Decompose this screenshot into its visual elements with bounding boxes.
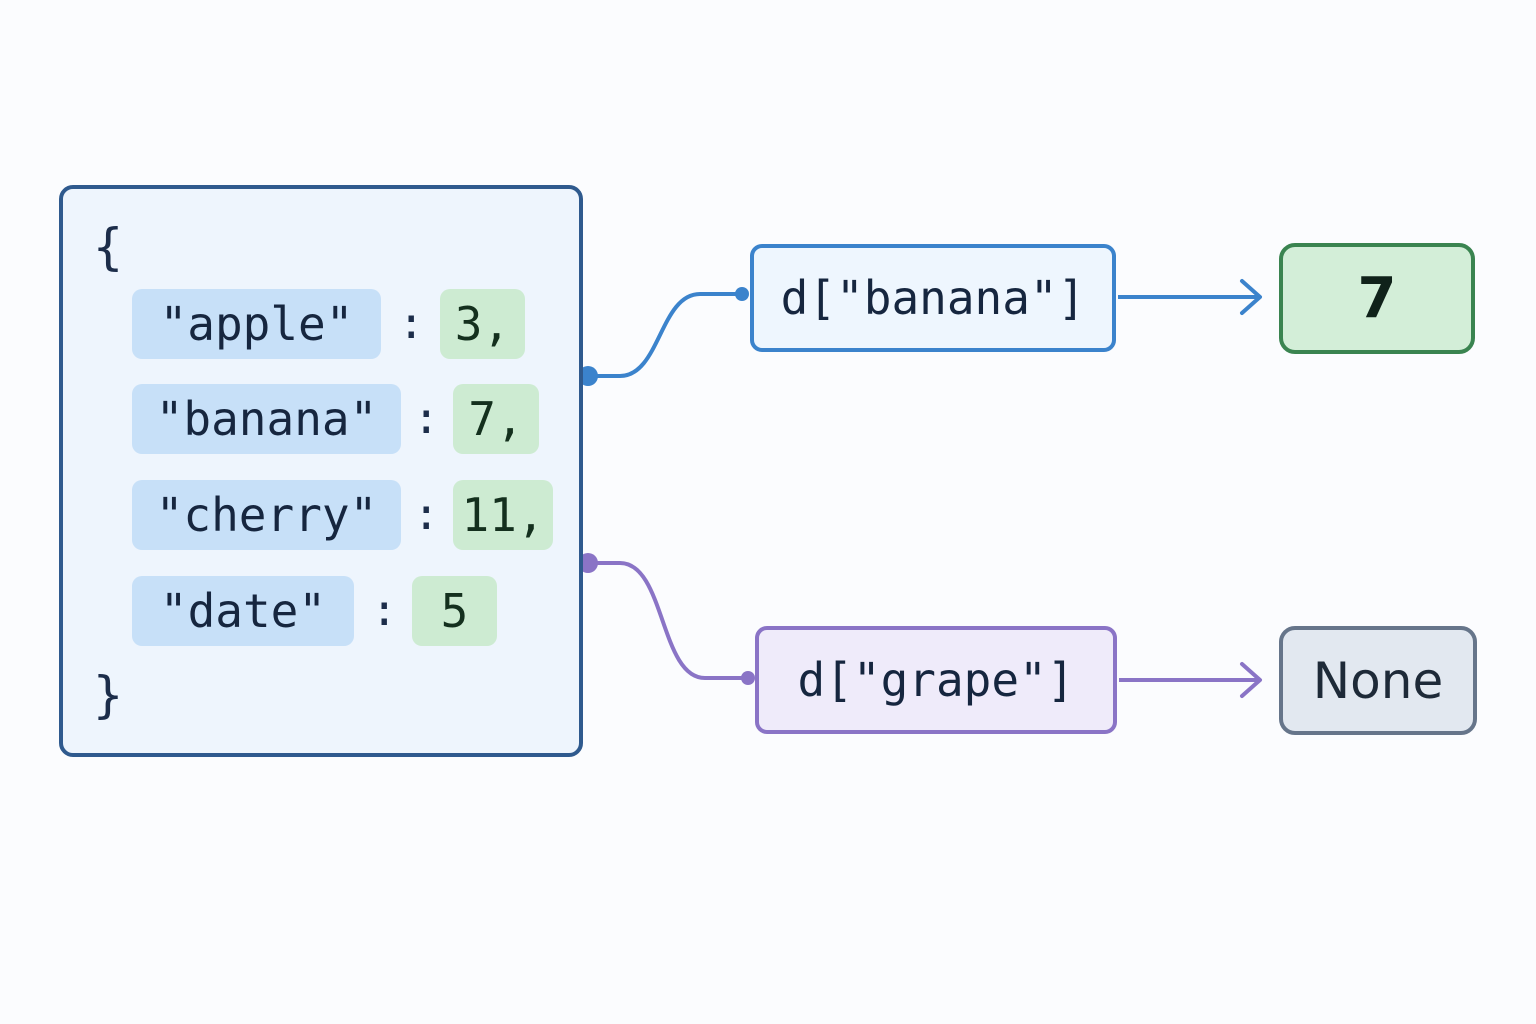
dict-key-banana: "banana" [132, 384, 401, 454]
banana-connector-start-dot [578, 366, 598, 386]
dictionary-box [59, 185, 583, 757]
dict-value-banana: 7, [453, 384, 539, 454]
dict-value-date: 5 [412, 576, 497, 646]
grape-connector-end-dot [741, 671, 755, 685]
dict-colon: : [413, 489, 440, 540]
banana-arrowhead [1240, 279, 1262, 315]
close-brace: } [93, 666, 124, 724]
lookup-expression-grape: d["grape"] [755, 626, 1117, 734]
dict-value-apple: 3, [440, 289, 525, 359]
dict-key-apple: "apple" [132, 289, 381, 359]
dict-key-cherry: "cherry" [132, 480, 401, 550]
grape-arrowhead [1240, 662, 1262, 698]
dict-colon: : [371, 585, 398, 636]
banana-connector [588, 292, 742, 378]
lookup-result-grape: None [1279, 626, 1477, 735]
dict-value-cherry: 11, [453, 480, 553, 550]
lookup-expression-banana: d["banana"] [750, 244, 1116, 352]
lookup-result-banana: 7 [1279, 243, 1475, 354]
open-brace: { [93, 218, 124, 276]
dict-colon: : [398, 298, 425, 349]
dict-key-date: "date" [132, 576, 354, 646]
banana-connector-end-dot [735, 287, 749, 301]
grape-connector-start-dot [578, 553, 598, 573]
dict-colon: : [413, 393, 440, 444]
grape-connector [588, 561, 748, 680]
